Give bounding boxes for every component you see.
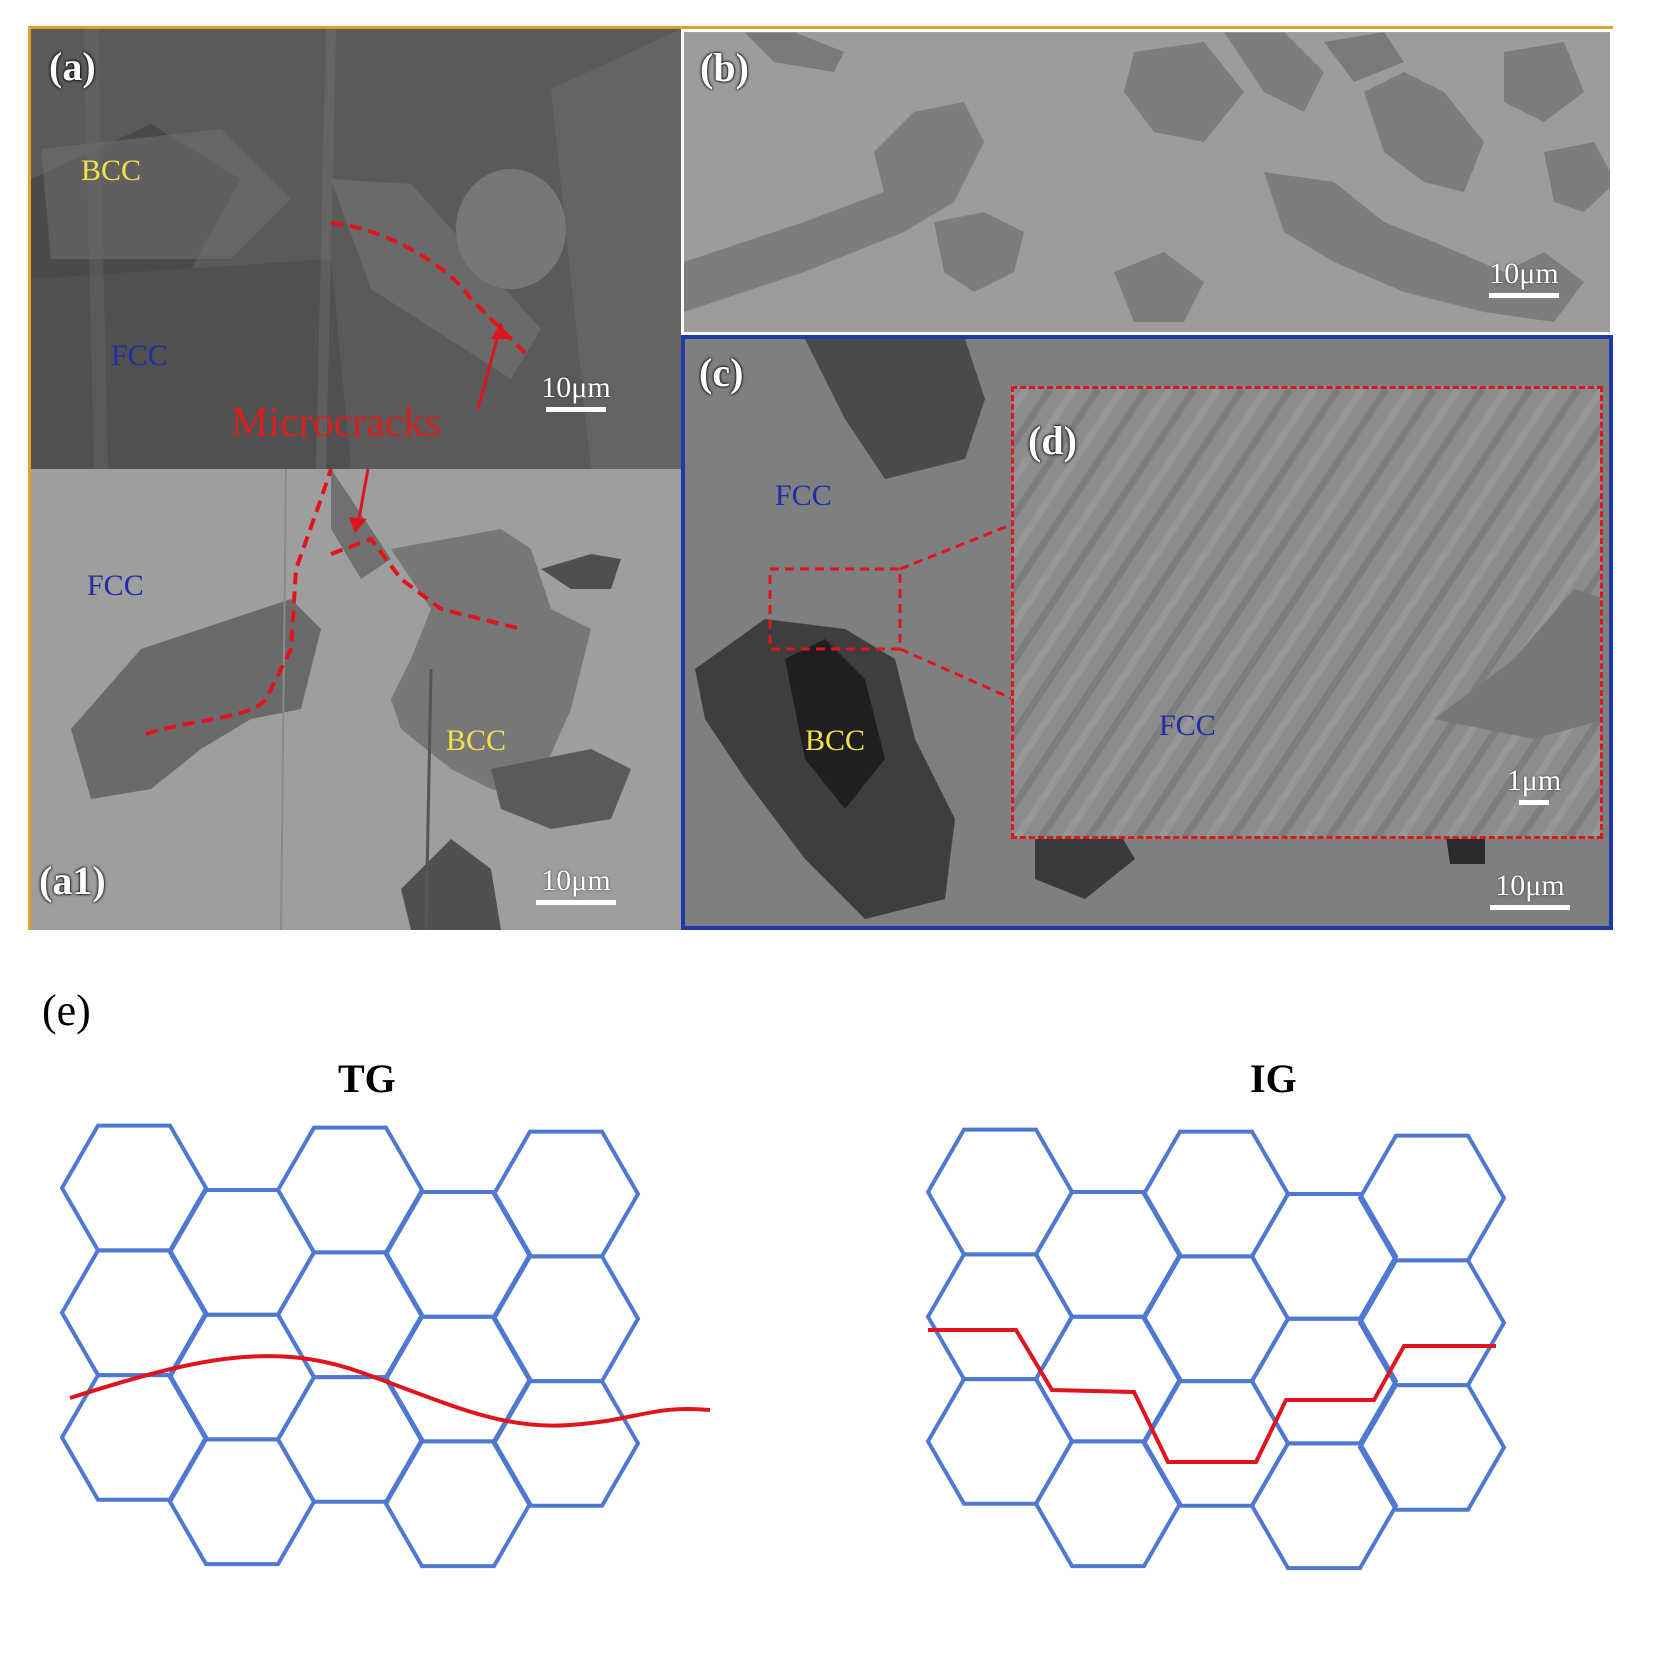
panel-c-bcc-label: BCC	[805, 724, 866, 757]
grain-hexagon	[491, 1254, 641, 1384]
panel-b-scale-text: 10μm	[1489, 257, 1559, 290]
tg-hexagon-diagram	[59, 1123, 711, 1569]
panel-a-scale-line	[546, 407, 606, 412]
panel-c-scale-text: 10μm	[1495, 869, 1565, 902]
grain-hexagon	[1249, 1441, 1399, 1571]
panel-d-label: (d)	[1028, 418, 1077, 463]
panel-a1-label: (a1)	[39, 858, 106, 903]
panel-d-texture	[1014, 389, 1600, 836]
panel-a1-scalebar: 10μm	[526, 864, 626, 905]
panel-b-label: (b)	[700, 45, 749, 90]
grain-hexagon	[491, 1129, 641, 1259]
panel-a1-bcc-label: BCC	[446, 724, 507, 757]
panel-a-fcc-label: FCC	[111, 339, 168, 372]
intergranular-crack-path	[928, 1328, 1496, 1464]
grain-hexagon	[59, 1123, 209, 1253]
transgranular-crack-path	[69, 1354, 711, 1428]
panel-b-texture	[684, 32, 1610, 332]
ig-hexagon-diagram	[925, 1127, 1507, 1571]
panel-b-scalebar: 10μm	[1474, 257, 1574, 298]
panel-b-scale-line	[1489, 293, 1559, 298]
grain-hexagon	[275, 1375, 425, 1504]
grain-hexagon	[275, 1125, 425, 1255]
panel-c-scale-line	[1490, 905, 1570, 910]
panel-b-micrograph: (b) 10μm	[681, 29, 1613, 335]
grain-hexagon	[1033, 1439, 1183, 1569]
panel-c-label: (c)	[699, 350, 744, 395]
grain-hexagon	[383, 1190, 533, 1319]
ig-title: IG	[1250, 1056, 1297, 1101]
panel-a-bcc-label: BCC	[81, 154, 142, 187]
grain-hexagon	[491, 1379, 641, 1508]
panel-a-scale-text: 10μm	[541, 371, 611, 404]
grain-hexagon	[925, 1127, 1075, 1257]
panel-c-fcc-label: FCC	[775, 479, 832, 512]
grain-hexagon	[1357, 1133, 1507, 1263]
panel-d-fcc-label: FCC	[1159, 709, 1216, 742]
grain-hexagon	[1357, 1383, 1507, 1512]
grain-hexagon	[925, 1252, 1075, 1382]
panel-a-label: (a)	[49, 44, 96, 89]
grain-hexagon	[925, 1377, 1075, 1506]
grain-hexagon	[167, 1437, 317, 1567]
panel-a1-micrograph: (a1) FCC BCC 10μm	[31, 469, 681, 930]
grain-hexagon	[1141, 1129, 1291, 1259]
panel-d-scale-line	[1519, 800, 1549, 805]
panel-a1-fcc-label: FCC	[87, 569, 144, 602]
grain-hexagon	[383, 1439, 533, 1569]
panel-d-scalebar: 1μm	[1494, 764, 1574, 805]
panel-e-label: (e)	[42, 986, 91, 1035]
grain-hexagon	[1141, 1254, 1291, 1384]
panel-d-inset: (d) FCC 1μm	[1011, 386, 1603, 839]
panel-a1-texture	[31, 469, 681, 930]
grain-hexagon	[167, 1312, 317, 1442]
panel-c-scalebar: 10μm	[1480, 869, 1580, 910]
tg-title: TG	[338, 1056, 396, 1101]
panel-a1-scale-text: 10μm	[541, 864, 611, 897]
grain-hexagon	[1033, 1314, 1183, 1444]
panel-a-micrograph: (a) BCC FCC Microcracks 10μm	[31, 29, 681, 469]
grain-hexagon	[59, 1248, 209, 1378]
microcracks-label: Microcracks	[231, 400, 441, 446]
panel-d-scale-text: 1μm	[1506, 764, 1562, 797]
grain-hexagon	[1033, 1190, 1183, 1319]
panel-a-scalebar: 10μm	[526, 371, 626, 412]
grain-hexagon	[167, 1188, 317, 1317]
panel-a-texture	[31, 29, 681, 469]
panel-a1-scale-line	[536, 900, 616, 905]
